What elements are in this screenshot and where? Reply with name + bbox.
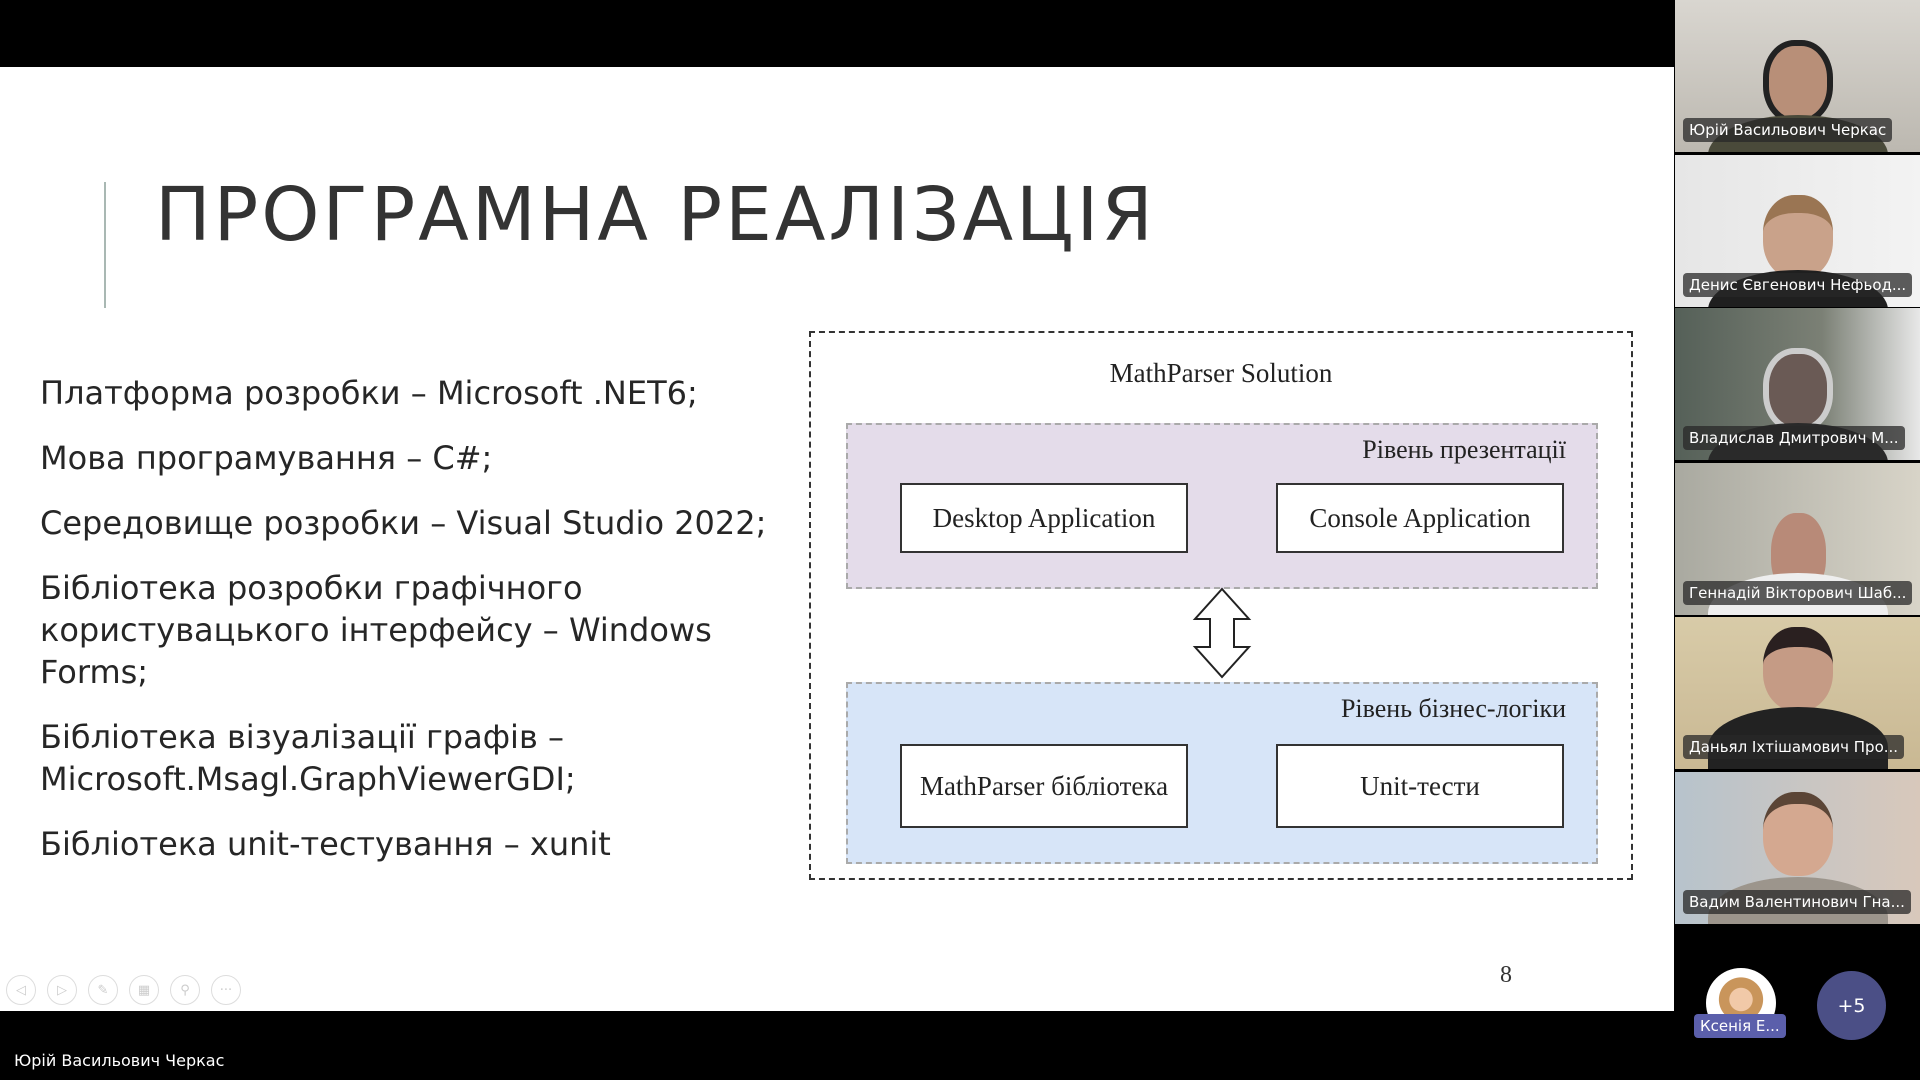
bullet-item: Середовище розробки – Visual Studio 2022… [40, 504, 767, 542]
participant-name: Юрій Васильович Черкас [1683, 118, 1893, 142]
layer-label: Рівень презентації [1362, 435, 1566, 464]
participant-name: Денис Євгенович Нефьод... [1683, 273, 1913, 297]
bullet-item: Платформа розробки – Microsoft .NET6; [40, 374, 698, 412]
participant-tile[interactable]: Геннадій Вікторович Шаб... [1675, 463, 1920, 615]
previous-icon[interactable]: ◁ [6, 975, 36, 1005]
more-options-icon[interactable]: ··· [211, 975, 241, 1005]
title-divider [104, 182, 106, 308]
participant-name: Вадим Валентинович Гна... [1683, 890, 1911, 914]
bullet-item: Бібліотека unit-тестування – xunit [40, 825, 611, 863]
participant-name: Владислав Дмитрович М... [1683, 426, 1905, 450]
page-number: 8 [1500, 962, 1512, 988]
participant-tile[interactable]: Даньял Іхтішамович Про... [1675, 617, 1920, 769]
presentation-layer: Рівень презентації Desktop Application C… [846, 423, 1598, 589]
presentation-slide: ПРОГРАМНА РЕАЛІЗАЦІЯ Платформа розробки … [0, 67, 1674, 1011]
layer-label: Рівень бізнес-логіки [1340, 694, 1566, 723]
participant-name: Даньял Іхтішамович Про... [1683, 735, 1905, 759]
business-layer: Рівень бізнес-логіки MathParser бібліоте… [846, 682, 1598, 864]
participant-tile[interactable]: Юрій Васильович Черкас [1675, 0, 1920, 152]
participant-tile[interactable]: Денис Євгенович Нефьод... [1675, 155, 1920, 307]
desktop-app-box: Desktop Application [900, 483, 1188, 553]
bidirectional-arrow-icon [1192, 587, 1252, 679]
slide-title: ПРОГРАМНА РЕАЛІЗАЦІЯ [155, 172, 1156, 258]
presenter-name: Юрій Васильович Черкас [14, 1051, 225, 1070]
bullet-item: Бібліотека розробки графічного користува… [40, 569, 712, 691]
zoom-icon[interactable]: ⚲ [170, 975, 200, 1005]
slideshow-toolbar: ◁ ▷ ✎ ▦ ⚲ ··· [6, 975, 241, 1005]
participant-tile[interactable]: Вадим Валентинович Гна... [1675, 772, 1920, 924]
pen-icon[interactable]: ✎ [88, 975, 118, 1005]
diagram-title: MathParser Solution [1109, 358, 1333, 388]
participant-tile[interactable]: Владислав Дмитрович М... [1675, 308, 1920, 460]
participant-name: Геннадій Вікторович Шаб... [1683, 581, 1913, 605]
unit-tests-box: Unit-тести [1276, 744, 1564, 828]
console-app-box: Console Application [1276, 483, 1564, 553]
mathparser-library-box: MathParser бібліотека [900, 744, 1188, 828]
next-icon[interactable]: ▷ [47, 975, 77, 1005]
slides-grid-icon[interactable]: ▦ [129, 975, 159, 1005]
participant-name: Ксенія Е... [1694, 1014, 1786, 1038]
bullet-item: Мова програмування – C#; [40, 439, 493, 477]
more-participants-button[interactable]: +5 [1817, 971, 1886, 1040]
bullet-list: Платформа розробки – Microsoft .NET6; Мо… [40, 372, 810, 888]
architecture-diagram: MathParser Solution Рівень презентації D… [809, 331, 1633, 880]
bullet-item: Бібліотека візуалізації графів – Microso… [40, 718, 576, 798]
